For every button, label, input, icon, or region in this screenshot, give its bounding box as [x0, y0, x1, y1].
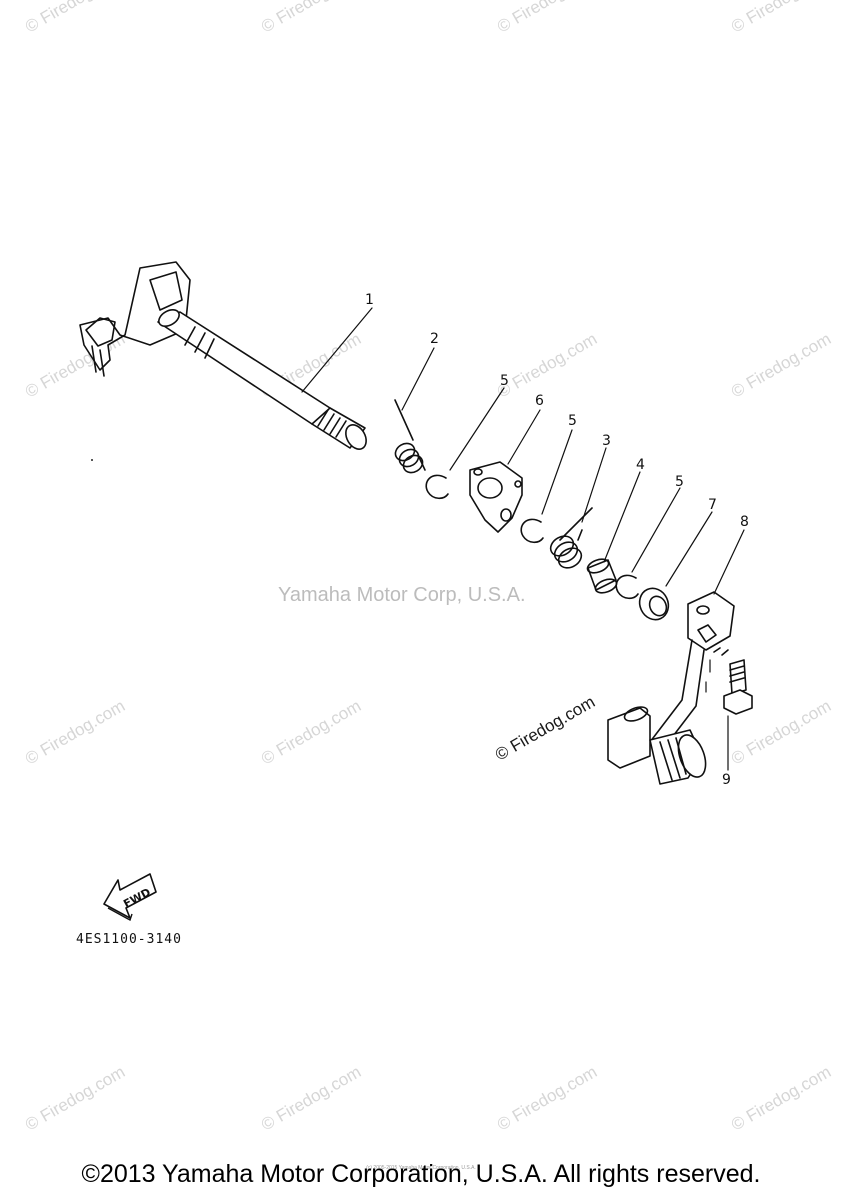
spring-3 — [549, 507, 593, 569]
speck — [91, 459, 93, 461]
callout-6: 6 — [535, 393, 544, 409]
callout-5a: 5 — [500, 373, 509, 389]
shift-shaft — [79, 261, 367, 450]
copyright-footer: ©2013 Yamaha Motor Corporation, U.S.A. A… — [81, 1160, 761, 1188]
bolt-9 — [723, 659, 753, 715]
shift-pedal-8 — [607, 591, 735, 785]
collar-4 — [586, 558, 618, 594]
torsion-spring-2 — [394, 399, 426, 474]
fwd-arrow-icon: FWD — [103, 873, 157, 922]
callout-4: 4 — [636, 457, 645, 473]
callout-1: 1 — [365, 292, 374, 308]
center-watermark: Yamaha Motor Corp, U.S.A. — [278, 584, 526, 606]
callout-9: 9 — [722, 772, 731, 788]
callouts: 1 2 5 6 5 3 4 5 7 8 9 — [365, 292, 749, 788]
circlip-5b — [520, 518, 544, 544]
fine-print: (c) 2005-2015 Yamaha Motor Corporation, … — [366, 1165, 476, 1171]
callout-2: 2 — [430, 331, 439, 347]
callout-5c: 5 — [675, 474, 684, 490]
callout-3: 3 — [602, 433, 611, 449]
callout-8: 8 — [740, 514, 749, 530]
part-code: 4ES1100-3140 — [76, 932, 182, 947]
leader-lines — [301, 307, 745, 771]
stopper-plate-6 — [469, 461, 523, 533]
washer-7 — [638, 587, 670, 621]
circlip-5a — [425, 474, 449, 500]
callout-5b: 5 — [568, 413, 577, 429]
callout-7: 7 — [708, 497, 717, 513]
circlip-5c — [615, 574, 639, 600]
